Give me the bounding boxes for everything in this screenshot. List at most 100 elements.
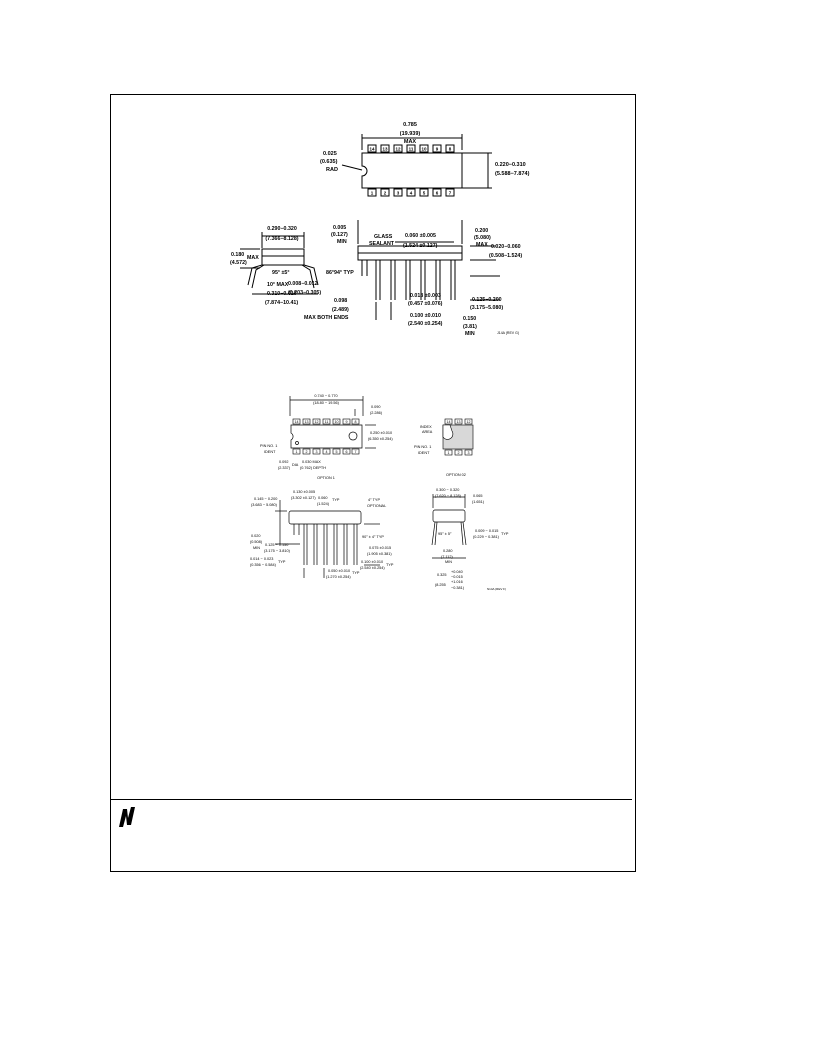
dim-pe-t: 0.065 (473, 494, 483, 498)
dim-pe-lt-typ: TYP (501, 532, 509, 536)
pin-label: 4 (410, 191, 413, 196)
dim-radius: 0.025 (323, 151, 337, 157)
dim-pe-tol-b: −0.015 (451, 575, 463, 579)
dim-body-height: 0.200 (475, 228, 488, 234)
pin-label: 14 (295, 420, 299, 424)
dim-p-h2: 0.130 ±0.005 (293, 490, 315, 494)
dim-body-height-mm: (5.080) (474, 235, 491, 241)
ceramic-side-view (357, 220, 500, 320)
sealant-label: SEALANT (369, 241, 395, 247)
pin-label: 11 (325, 420, 329, 424)
dim-row-spacing-mm: (7.874−10.41) (265, 300, 298, 306)
dim-length: 0.785 (403, 122, 417, 128)
pin-label: 2 (458, 451, 460, 455)
dim-offset-note: MIN (337, 239, 347, 245)
dim-shoulder: 0.060 ±0.005 (405, 233, 436, 239)
dim-pe-span-note: MIN (445, 560, 452, 564)
dim-p-lead: 0.125 − 0.150 (265, 543, 288, 547)
dim-p-min: 0.020 (251, 534, 261, 538)
pin-label: 3 (468, 451, 470, 455)
dim-lead-bend: 10° MAX (267, 282, 289, 288)
dim-p-end-mm: (2.286) (370, 411, 383, 415)
dim-pe-tol-mm: (8.255 (435, 583, 446, 587)
pin-label: 3 (316, 450, 318, 454)
dim-p-depth-a: 0.092 (279, 460, 289, 464)
dim-pe-t-mm: (1.651) (472, 500, 485, 504)
pin-label: 5 (336, 450, 338, 454)
index-area: INDEX (420, 425, 432, 429)
pin-label: 12 (467, 420, 471, 424)
dim-lead-width-mm: (0.457 ±0.076) (408, 301, 443, 307)
pin1-ident: IDENT (418, 451, 430, 455)
pin1-ident: IDENT (264, 450, 276, 454)
dim-p-pitch-mm: (2.540 ±0.254) (360, 566, 385, 570)
ceramic-end-view (240, 232, 319, 295)
dim-p-width-mm: (6.350 ±0.254) (368, 437, 393, 441)
pin-label: 5 (423, 191, 426, 196)
index-area: AREA (422, 430, 433, 434)
dim-pe-w: 0.300 − 0.320 (436, 488, 459, 492)
dim-radius-note: RAD (326, 167, 338, 173)
dim-p-sh-mm: (1.270 ±0.254) (326, 575, 351, 579)
dim-seat-mm: (3.81) (463, 324, 477, 330)
pin-label: 12 (395, 147, 401, 152)
dim-length-mm: (19.939) (400, 131, 421, 137)
dim-pe-lt-mm: (0.229 − 0.381) (473, 535, 500, 539)
dim-lead-width: 0.018 ±0.003 (410, 293, 441, 299)
dim-pe-lt: 0.009 − 0.015 (475, 529, 498, 533)
dim-span: 0.290−0.320 (267, 226, 297, 232)
dim-seat-note: MIN (465, 331, 475, 337)
dim-shoulder-mm: (1.524 ±0.127) (403, 243, 438, 249)
dim-width: 0.220−0.310 (495, 162, 526, 168)
pin-label: 3 (397, 191, 400, 196)
dim-end-note: MAX BOTH ENDS (304, 315, 349, 321)
dim-p-depth-a-mm: (2.337) (278, 466, 291, 470)
dim-side-lead-angle: 86°94° TYP (326, 270, 354, 276)
dim-offset: 0.005 (333, 225, 346, 231)
dim-length-note: MAX (404, 139, 417, 145)
pin-label: 12 (315, 420, 319, 424)
dim-p-width: 0.250 ±0.010 (370, 431, 392, 435)
dim-p-p-typ: TYP (332, 498, 340, 502)
dim-pe-span-mm: (7.112) (441, 555, 453, 559)
dim-p-lw-typ: TYP (278, 560, 286, 564)
pin-label: 8 (355, 420, 357, 424)
dim-p-end: 0.090 (371, 405, 381, 409)
dim-p-p-mm: (1.524) (317, 502, 330, 506)
dim-offset-mm: (0.127) (331, 232, 348, 238)
option1-label: OPTION 1 (317, 476, 335, 480)
dim-p-angle-note: OPTIONAL (367, 504, 386, 508)
dim-p-length: 0.740 − 0.770 (314, 394, 337, 398)
footer-rule (110, 799, 632, 800)
ceramic-top-view (341, 134, 492, 189)
dim-p-lead-mm: (3.175 − 3.810) (264, 549, 291, 553)
dim-p-min-mm: (0.508) (250, 540, 263, 544)
pin-label: 2 (306, 450, 308, 454)
dim-p-h2-mm: (3.302 ±0.127) (291, 496, 316, 500)
plastic-option1-top-view (289, 396, 376, 449)
plastic-side-view (275, 500, 380, 578)
pin1-ident: PIN NO. 1 (414, 445, 431, 449)
pin-label: 11 (409, 147, 414, 152)
dim-height-mm: (4.572) (230, 260, 247, 266)
option2-label: OPTION 02 (446, 473, 466, 477)
dim-body-height-note: MAX (476, 242, 488, 248)
dim-height-note: MAX (247, 255, 259, 261)
plastic-option1-pins (292, 418, 360, 455)
dim-pe-span: 0.280 (443, 549, 453, 553)
dim-seat: 0.150 (463, 316, 476, 322)
plastic-end-view (431, 494, 467, 559)
dim-lead-length-mm: (3.175−5.080) (470, 305, 503, 311)
dim-p-h1-mm: (3.683 − 5.080) (251, 503, 278, 507)
dim-p-h1: 0.145 − 0.200 (254, 497, 277, 501)
dim-pe-tol: 0.325 (437, 573, 447, 577)
pin-label: 10 (421, 147, 427, 152)
dim-row-spacing: 0.310−0.410 (267, 291, 297, 297)
dim-lead-thickness: 0.008−0.012 (288, 281, 318, 287)
dim-width-mm: (5.588−7.874) (495, 171, 530, 177)
sealant-label: GLASS (374, 234, 393, 240)
dim-pe-tol-a: +0.040 (451, 570, 463, 574)
drawing-frame (110, 94, 636, 872)
pin-label: 13 (305, 420, 309, 424)
dim-p-length-mm: (18.80 − 19.56) (313, 401, 340, 405)
